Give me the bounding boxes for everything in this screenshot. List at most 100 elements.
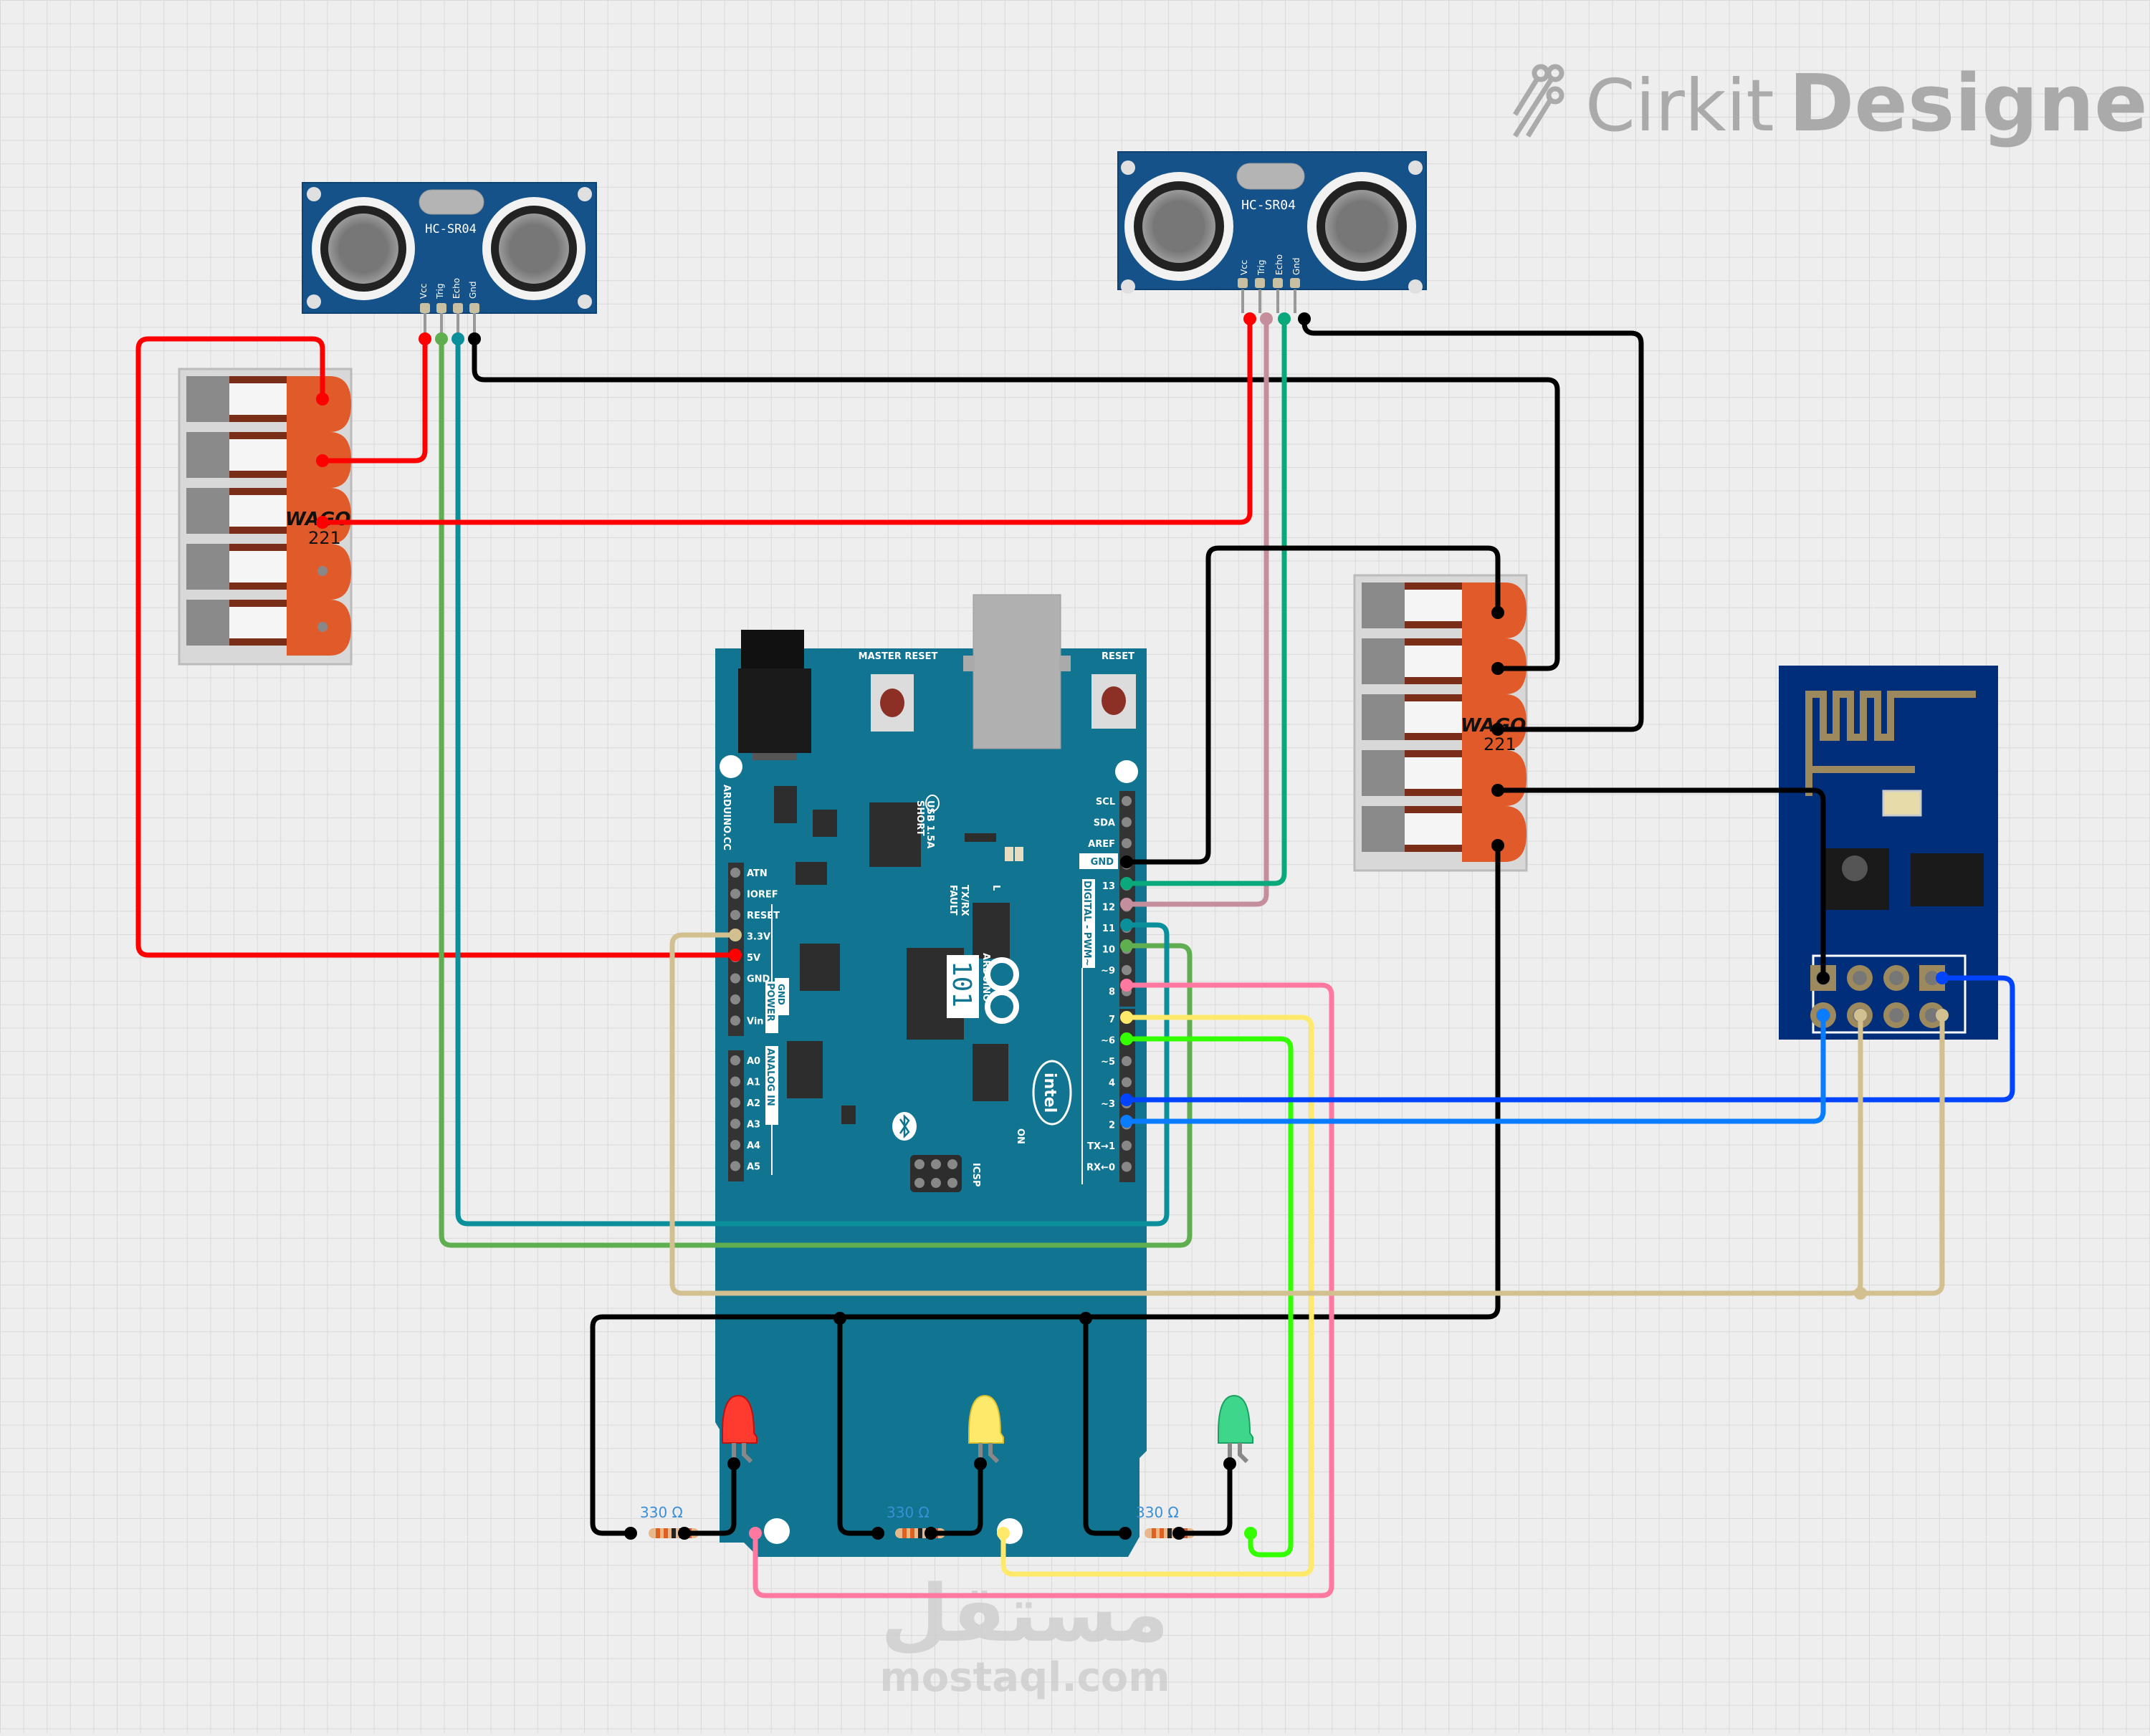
wire-sensor2-echo[interactable] [1124,316,1287,886]
wire-endpoint[interactable] [678,1527,691,1540]
header-pin[interactable] [1122,1141,1132,1151]
wire-endpoint[interactable] [1491,662,1504,675]
header-pin[interactable] [1122,796,1132,806]
wire-endpoint[interactable] [435,332,448,345]
wire-endpoint[interactable] [1817,972,1830,984]
wire-endpoint[interactable] [1854,1009,1867,1022]
wire-endpoint[interactable] [1120,979,1133,992]
wire-endpoint[interactable] [1491,784,1504,797]
wire-led-green-anode[interactable] [1124,1036,1294,1558]
wire-esp-tx[interactable] [1124,975,2015,1103]
wago-connector-right[interactable]: WAGO221 [1353,574,1528,872]
arduino-101-board[interactable]: MASTER RESET RESET ARDUINO.CC USB [715,594,1147,1557]
wire-endpoint[interactable] [1120,1032,1133,1045]
wire-endpoint[interactable] [997,1527,1010,1540]
header-pin[interactable] [730,1118,740,1129]
wire-endpoint[interactable] [1278,312,1291,325]
wire-endpoint[interactable] [1120,1011,1133,1024]
wire-endpoint[interactable] [1817,1009,1830,1022]
wire-endpoint[interactable] [1491,839,1504,852]
wire-endpoint[interactable] [974,1457,987,1470]
wire-endpoint[interactable] [419,332,431,345]
wire-sensor1-vcc[interactable] [320,336,428,464]
esp-pin[interactable] [1925,971,1939,985]
header-pin[interactable] [730,1098,740,1108]
wago-lever[interactable] [1462,806,1526,862]
wire-endpoint[interactable] [1120,939,1133,952]
led-green[interactable] [1218,1394,1253,1464]
wire-endpoint[interactable] [468,332,481,345]
wire-sensor1-gnd[interactable] [472,336,1560,671]
wire-esp-rx[interactable] [1124,1012,1826,1124]
wire-endpoint[interactable] [316,454,329,467]
header-pin[interactable] [730,1076,740,1087]
wire-sensor1-echo[interactable] [455,336,1170,1227]
header-pin[interactable] [730,910,740,920]
wire-led-gnd[interactable] [590,843,1501,1536]
led-red[interactable] [722,1394,758,1464]
wire-endpoint[interactable] [624,1527,637,1540]
wire-endpoint[interactable] [1936,1009,1949,1022]
wire-endpoint[interactable] [1854,1287,1867,1300]
wago-port[interactable] [317,622,328,632]
wire-endpoint[interactable] [1223,1457,1236,1470]
esp01-wifi-module[interactable] [1779,666,1998,1040]
header-pin[interactable] [730,1140,740,1150]
wire-endpoint[interactable] [749,1527,762,1540]
wire-res1-led[interactable] [682,1461,737,1536]
wire-endpoint[interactable] [1120,855,1133,868]
esp-pin[interactable] [1925,1008,1939,1022]
wire-esp-chpd[interactable] [1858,1012,1945,1296]
wire-endpoint[interactable] [1243,312,1256,325]
wire-endpoint[interactable] [1936,972,1949,984]
header-pin[interactable] [730,888,740,899]
header-pin[interactable] [730,1015,740,1026]
wire-sensor2-gnd[interactable] [1301,316,1644,732]
wire-endpoint[interactable] [1120,1093,1133,1106]
wire-led-gnd-2[interactable] [837,1315,881,1536]
wire-sensor2-trig[interactable] [1124,316,1269,907]
header-pin[interactable] [1122,817,1132,828]
wire-led-gnd-3[interactable] [1083,1315,1128,1536]
wire-endpoint[interactable] [1491,723,1504,736]
master-reset-button[interactable]: MASTER RESET [859,651,938,732]
wire-endpoint[interactable] [316,393,329,406]
wire-endpoint[interactable] [727,1457,740,1470]
wire-endpoint[interactable] [1120,1115,1133,1128]
wire-endpoint[interactable] [1491,606,1504,619]
wire-endpoint[interactable] [1260,312,1273,325]
wire-endpoint[interactable] [1172,1527,1185,1540]
header-pin[interactable] [1122,1056,1132,1066]
header-pin[interactable] [730,1055,740,1065]
ultrasonic-sensor-right[interactable]: HC-SR04 Vcc Trig Echo Gnd [1117,151,1427,313]
wire-endpoint[interactable] [1119,1527,1132,1540]
wire-led-red-anode[interactable] [752,982,1334,1598]
wire-wagoL-5v[interactable] [135,336,738,958]
wire-res3-led[interactable] [1176,1461,1233,1536]
header-pin[interactable] [730,994,740,1004]
header-pin[interactable] [1122,1161,1132,1172]
ultrasonic-sensor-left[interactable]: HC-SR04 Vcc Trig Echo Gnd [302,182,597,339]
wire-arduino-gnd[interactable] [1124,545,1501,865]
wire-endpoint[interactable] [833,1312,846,1325]
wire-endpoint[interactable] [1079,1312,1092,1325]
wire-endpoint[interactable] [1298,312,1311,325]
wire-endpoint[interactable] [1120,919,1133,931]
wire-endpoint[interactable] [729,949,742,961]
header-pin[interactable] [1122,838,1132,848]
wire-endpoint[interactable] [316,516,329,529]
wire-res2-led[interactable] [928,1461,983,1536]
wago-lever[interactable] [1462,694,1526,750]
header-pin[interactable] [730,868,740,878]
wire-led-yellow-anode[interactable] [1000,1015,1314,1577]
wago-lever[interactable] [1462,750,1526,806]
wire-endpoint[interactable] [452,332,464,345]
wire-endpoint[interactable] [924,1527,937,1540]
header-pin[interactable] [1122,1077,1132,1088]
header-pin[interactable] [1122,965,1132,975]
esp-pin[interactable] [1889,1008,1903,1022]
wire-sensor2-vcc[interactable] [320,316,1253,525]
wago-lever[interactable] [287,488,351,544]
